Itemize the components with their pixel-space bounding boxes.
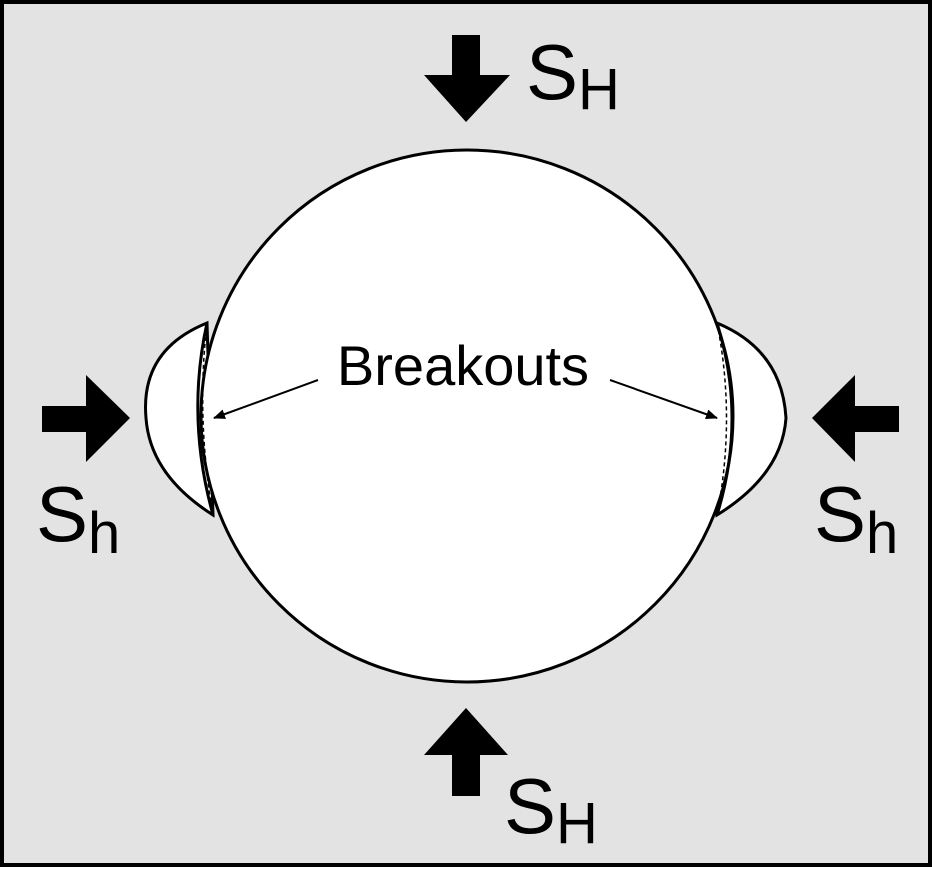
label-sh-max-bottom: SH [504, 762, 598, 856]
breakouts-label: Breakouts [337, 334, 589, 397]
arrow-left-icon [812, 375, 899, 462]
label-sh-max-top: SH [526, 28, 620, 122]
arrow-up-icon [424, 708, 508, 796]
breakouts-pointer-right [609, 379, 718, 420]
borehole-circle [199, 148, 735, 684]
breakout-right-inner-edge [715, 322, 734, 516]
breakout-right [715, 320, 788, 518]
breakout-left-inner-edge [196, 322, 215, 516]
original-wall-right-dashed [716, 322, 728, 516]
arrow-down-icon [424, 35, 510, 122]
breakouts-pointer-left [213, 379, 319, 419]
arrow-right-icon [42, 375, 130, 462]
label-sh-min-left: Sh [36, 470, 120, 566]
original-wall-left-dashed [201, 322, 214, 516]
label-sh-min-right: Sh [814, 470, 898, 566]
breakout-left [144, 320, 215, 518]
